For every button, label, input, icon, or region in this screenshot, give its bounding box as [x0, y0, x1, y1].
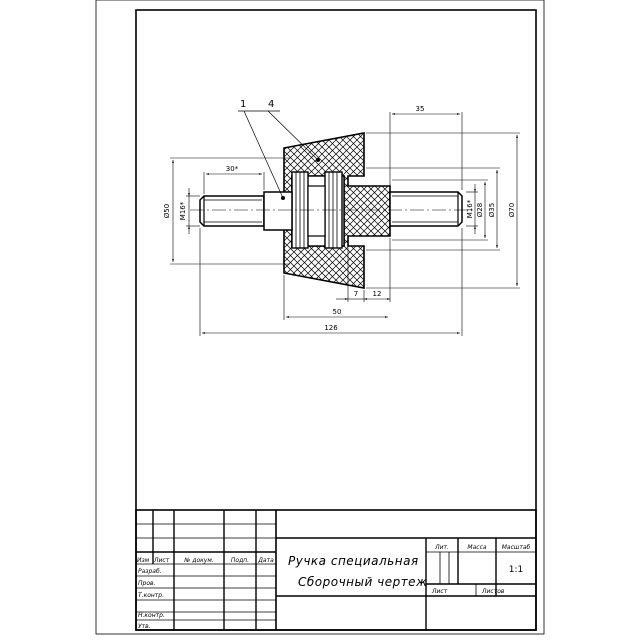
role-utv: Утв.	[138, 623, 151, 630]
dim-35: 35	[416, 105, 425, 113]
dim-m16-left: M16*	[179, 201, 187, 220]
title-line-2: Сборочный чертеж	[298, 575, 427, 589]
right-grid	[276, 537, 536, 630]
stud-right-thread	[389, 191, 463, 227]
hdr-izm: Изм	[137, 557, 150, 564]
leader-dot-4	[316, 158, 320, 162]
hdr-doc: № докум.	[183, 557, 214, 564]
lit-label: Лит.	[434, 544, 449, 551]
sheets-label: Листов	[481, 588, 505, 595]
dimension-lines	[170, 112, 520, 336]
callout-4: 4	[268, 99, 274, 110]
leader-dot-1	[281, 196, 285, 200]
left-grid	[136, 510, 277, 630]
mass-label: Масса	[467, 544, 486, 551]
hdr-date: Дата	[257, 557, 274, 564]
collar-gap	[307, 185, 326, 237]
dim-dia28: Ø28	[476, 203, 484, 217]
dim-m16-right: M16*	[466, 199, 474, 218]
role-prov: Пров.	[138, 580, 156, 587]
outer-frame	[95, 0, 545, 635]
inner-frame	[135, 9, 537, 631]
scale-label: Масштаб	[502, 544, 531, 551]
title-block	[135, 509, 537, 631]
dim-50: 50	[333, 308, 342, 316]
dim-dia35: Ø35	[488, 203, 496, 217]
stud-left-thread	[199, 195, 265, 227]
callout-1: 1	[240, 99, 246, 110]
dimension-texts: 1 4 35 30* 7 12 50 126 Ø50 M16* M16* Ø28…	[163, 99, 516, 332]
scale-value: 1:1	[509, 565, 523, 575]
title-line-1: Ручка специальная	[288, 554, 419, 568]
role-razrab: Разраб.	[138, 568, 162, 575]
sheet-label: Лист	[431, 588, 448, 595]
dim-30: 30*	[226, 165, 239, 173]
assembly-drawing	[170, 110, 520, 336]
role-tkontr: Т.контр.	[138, 592, 164, 599]
stud-neck	[263, 191, 293, 231]
role-nkontr: Н.контр.	[138, 612, 165, 619]
dim-12: 12	[373, 290, 382, 298]
dim-126: 126	[324, 324, 338, 332]
dim-dia70: Ø70	[508, 203, 516, 217]
leader-part-1	[243, 110, 284, 199]
hdr-list: Лист	[153, 557, 170, 564]
hdr-sign: Подп.	[231, 557, 249, 564]
dim-dia50: Ø50	[163, 204, 171, 218]
dim-7: 7	[354, 290, 358, 298]
leader-part-4	[267, 110, 319, 161]
title-block-frame	[135, 509, 537, 631]
title-block-texts: Изм Лист № докум. Подп. Дата Разраб. Про…	[137, 544, 531, 630]
